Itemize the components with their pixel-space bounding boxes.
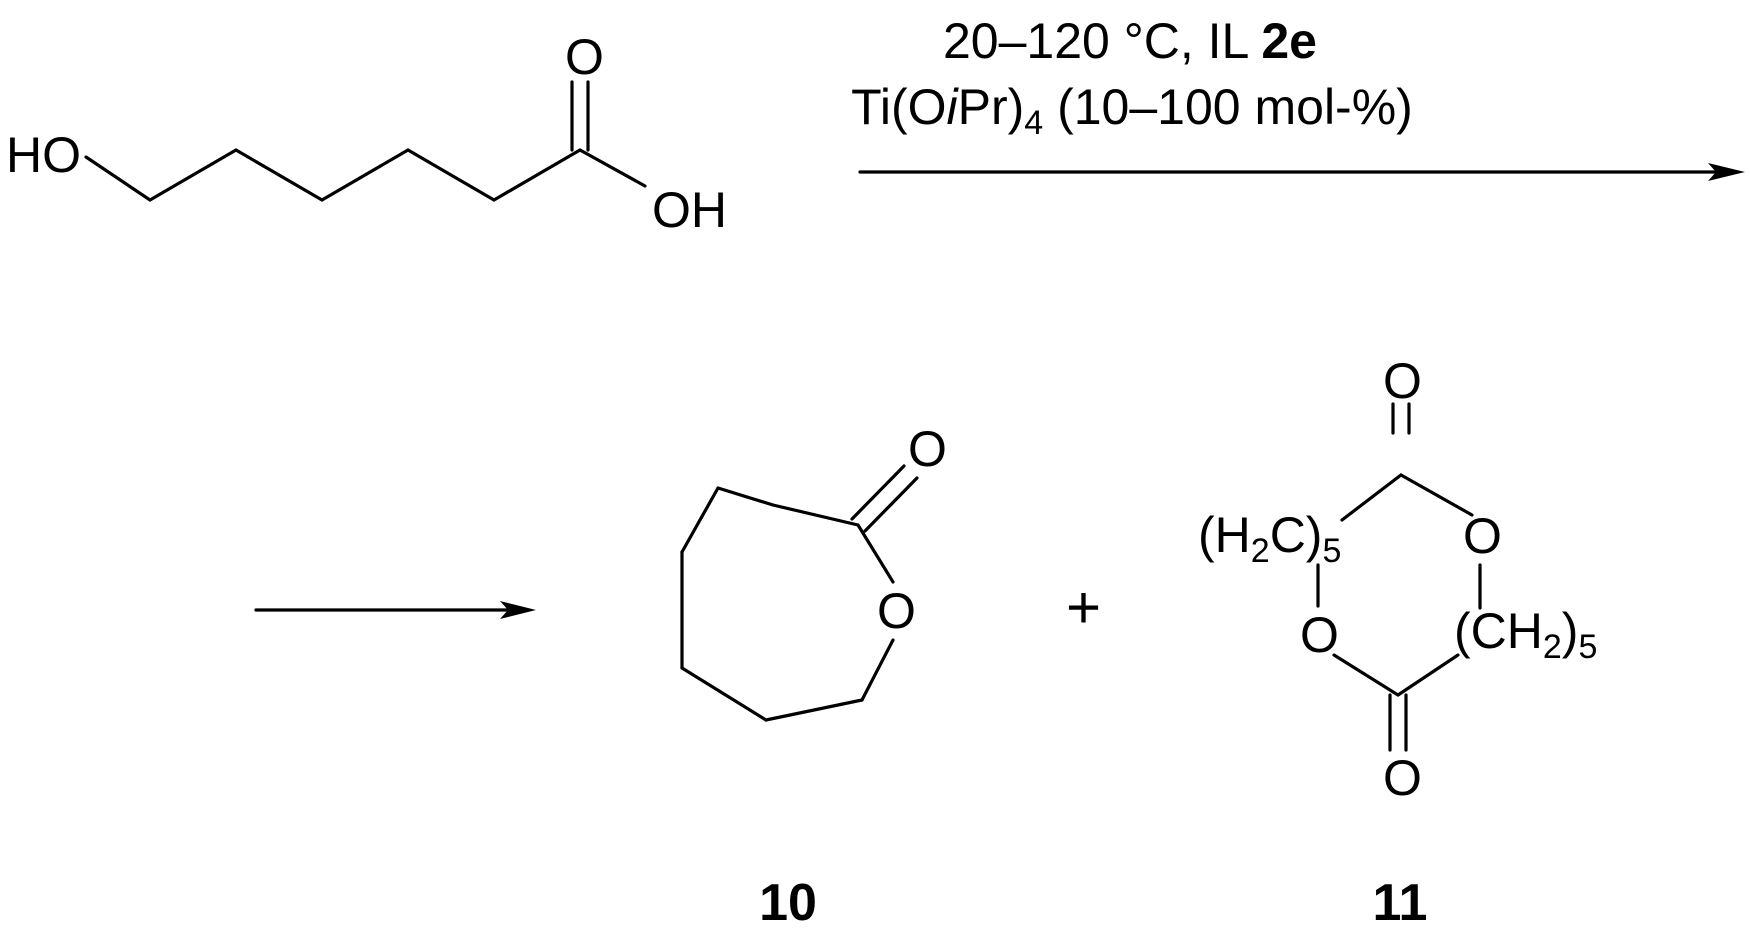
bond-ring-5 [764, 698, 864, 722]
group-ch25-close: ) [1562, 603, 1579, 659]
bond-c1-c2 [148, 148, 238, 202]
atom-oh: OH [652, 182, 727, 238]
conditions-line-2: Ti(OiPr)4 (10–100 mol-%) [851, 79, 1413, 142]
conditions-temp-il: 20–120 °C, IL [943, 13, 1261, 69]
group-h2c5-sub2: 2 [1251, 532, 1270, 570]
conditions-il-label: 2e [1261, 13, 1317, 69]
bond-left-o-to-c [1332, 653, 1400, 697]
bond-ring-2 [680, 486, 720, 554]
group-h2c5-close: C) [1270, 507, 1323, 563]
bond-ring-4 [680, 666, 768, 722]
atom-carbonyl-o: O [908, 421, 947, 477]
bond-top-c-to-chain [1340, 473, 1403, 522]
hydroxyhexanoic-acid: HO OH O [6, 29, 727, 238]
bond-c4-c5 [406, 148, 496, 202]
arrow-bottom-head [500, 601, 536, 619]
atom-ring-o: O [877, 583, 916, 639]
bond-ring-8 [771, 503, 860, 527]
caprolactone: O O [680, 421, 947, 722]
plus-sign: + [1066, 574, 1101, 641]
atom-bottom-carbonyl-o: O [1383, 750, 1422, 806]
compound-label-10: 10 [759, 874, 817, 932]
bond-c2-c3 [234, 148, 324, 202]
conditions-ti-suffix: (10–100 mol-%) [1043, 79, 1413, 135]
atom-left-ring-o: O [1300, 607, 1339, 663]
compound-label-11: 11 [1373, 874, 1428, 932]
reaction-conditions: 20–120 °C, IL 2e Ti(OiPr)4 (10–100 mol-%… [851, 13, 1413, 142]
bond-c5-c6 [492, 148, 582, 202]
conditions-ti-prefix: Ti(O [851, 79, 946, 135]
group-h2c5: (H2C)5 [1198, 507, 1341, 570]
bond-c3-c4 [320, 148, 410, 202]
atom-right-ring-o: O [1463, 508, 1502, 564]
bond-ring-7 [856, 523, 895, 584]
atom-carbonyl-o: O [565, 29, 604, 85]
reaction-arrow-continuation [254, 601, 536, 619]
group-ch25-open: (CH [1454, 603, 1543, 659]
bond-c6-oh [578, 148, 647, 188]
group-ch25-sub5: 5 [1578, 628, 1597, 666]
group-h2c5-sub5: 5 [1322, 532, 1341, 570]
conditions-ti-sub: 4 [1024, 104, 1043, 142]
atom-top-carbonyl-o: O [1383, 353, 1422, 409]
dilactone: O O O O (H2C)5 (CH2)5 [1198, 353, 1597, 806]
bond-top-c-to-o [1399, 473, 1474, 517]
bond-bottom-c-to-chain [1396, 653, 1460, 697]
arrow-top-head [1708, 163, 1745, 181]
bond-ring-1 [716, 486, 775, 507]
conditions-ti-italic: i [947, 79, 960, 135]
group-h2c5-open: (H [1198, 507, 1251, 563]
bond-ring-6 [860, 638, 895, 702]
group-ch25: (CH2)5 [1454, 603, 1597, 666]
bond-lactone-co-a [850, 464, 906, 521]
atom-ho: HO [6, 127, 81, 183]
conditions-line-1: 20–120 °C, IL 2e [943, 13, 1317, 69]
reaction-arrow-top [858, 163, 1745, 181]
bond-ho-c1 [84, 155, 152, 202]
group-ch25-sub2: 2 [1543, 628, 1562, 666]
bond-lactone-co-b [863, 476, 919, 533]
conditions-ti-mid: Pr) [958, 79, 1025, 135]
